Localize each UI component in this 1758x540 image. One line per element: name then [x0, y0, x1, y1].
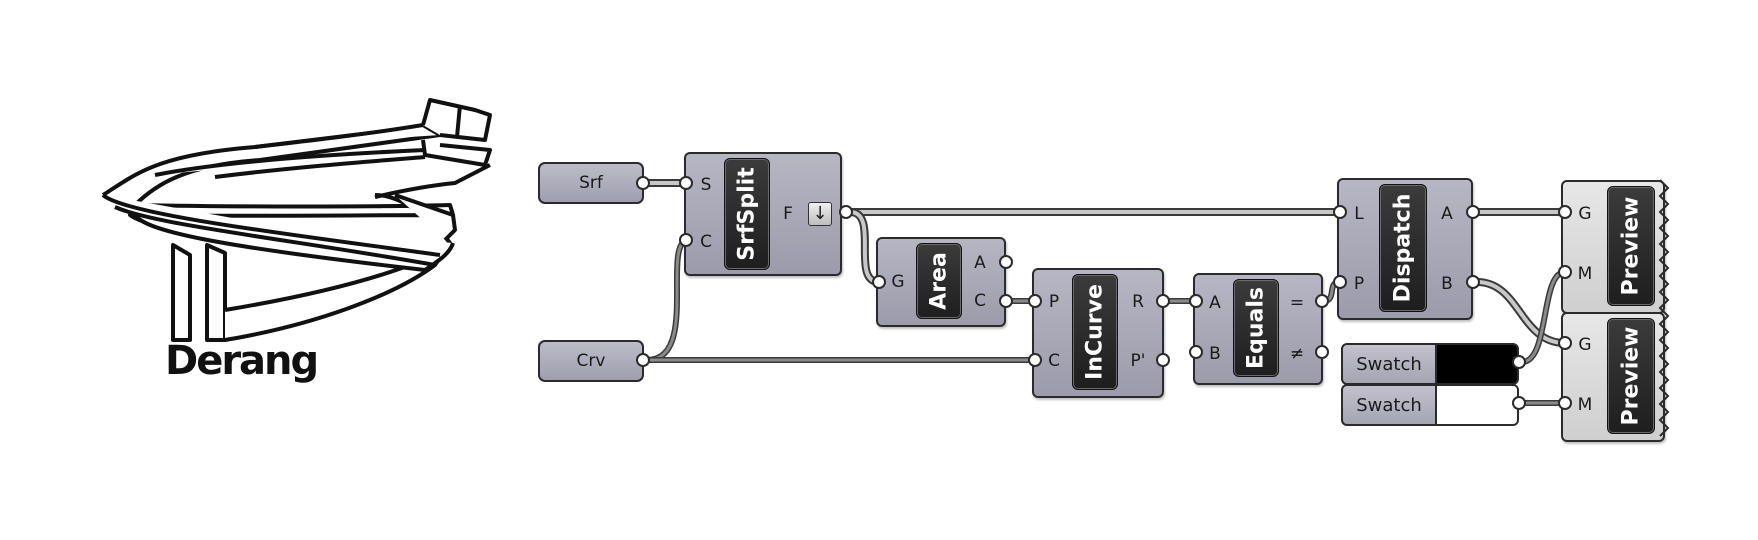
param-crv-output-grip[interactable] [636, 353, 650, 367]
port-incurve-c: C [1048, 351, 1060, 371]
grip-equals-neq[interactable] [1315, 345, 1329, 359]
grip-area-c[interactable] [999, 294, 1013, 308]
port-equals-neq: ≠ [1289, 344, 1305, 364]
node-area[interactable]: Area G A C [876, 237, 1006, 327]
grip-preview-2-g[interactable] [1558, 336, 1572, 350]
grip-incurve-p-prime[interactable] [1156, 353, 1170, 367]
node-dispatch-label: Dispatch [1379, 184, 1427, 312]
port-srfsplit-f: F [783, 204, 793, 224]
arrow-down-icon[interactable]: ↓ [808, 202, 832, 226]
node-srfsplit-label: SrfSplit [724, 158, 770, 270]
port-srfsplit-c: C [700, 232, 712, 252]
grip-srfsplit-f[interactable] [839, 205, 853, 219]
param-srf-output-grip[interactable] [636, 176, 650, 190]
port-area-g: G [891, 272, 905, 292]
port-preview-1-m: M [1577, 264, 1593, 284]
grip-srfsplit-c[interactable] [679, 233, 693, 247]
grip-area-a[interactable] [999, 255, 1013, 269]
grip-dispatch-a[interactable] [1466, 205, 1480, 219]
grip-dispatch-b[interactable] [1466, 275, 1480, 289]
wire-swatch1-to-preview1 [1519, 269, 1568, 365]
grip-srfsplit-s[interactable] [679, 176, 693, 190]
grip-equals-b[interactable] [1189, 345, 1203, 359]
port-preview-2-g: G [1578, 335, 1592, 355]
grip-dispatch-l[interactable] [1333, 205, 1347, 219]
grip-area-g[interactable] [872, 275, 886, 289]
grip-incurve-c[interactable] [1028, 353, 1042, 367]
port-incurve-p-prime: P' [1130, 351, 1146, 371]
swatch-2-color[interactable] [1437, 386, 1517, 424]
port-equals-b: B [1209, 344, 1221, 364]
grip-preview-1-g[interactable] [1558, 205, 1572, 219]
node-preview-1-label: Preview [1607, 186, 1655, 306]
swatch-2-label: Swatch [1343, 386, 1437, 424]
node-srfsplit[interactable]: SrfSplit S C F ↓ [684, 152, 842, 276]
node-dispatch[interactable]: Dispatch L P A B [1337, 178, 1473, 320]
port-dispatch-b: B [1441, 274, 1453, 294]
grip-preview-1-m[interactable] [1558, 265, 1572, 279]
port-area-c: C [974, 291, 986, 311]
port-srfsplit-s: S [700, 175, 712, 195]
node-incurve-label: InCurve [1072, 274, 1118, 390]
port-dispatch-p: P [1353, 274, 1365, 294]
node-area-label: Area [916, 243, 962, 319]
grip-preview-2-m[interactable] [1558, 396, 1572, 410]
port-preview-1-g: G [1578, 204, 1592, 224]
node-preview-2-label: Preview [1607, 318, 1655, 434]
param-crv[interactable]: Crv [538, 340, 644, 382]
preview-zigzag-edge-icon [1658, 179, 1670, 437]
wire-srfsplit-to-area [846, 208, 883, 286]
port-area-a: A [974, 253, 986, 273]
grip-swatch-2[interactable] [1512, 396, 1526, 410]
wire-crv-to-srfsplit [644, 237, 692, 363]
param-srf[interactable]: Srf [538, 162, 644, 204]
port-dispatch-a: A [1441, 204, 1453, 224]
port-preview-2-m: M [1577, 395, 1593, 415]
port-dispatch-l: L [1354, 204, 1364, 224]
grip-equals-a[interactable] [1189, 294, 1203, 308]
swatch-1-label: Swatch [1343, 345, 1437, 383]
logo-title: Derang [165, 338, 319, 384]
swatch-1[interactable]: Swatch [1341, 343, 1519, 385]
grip-equals-eq[interactable] [1315, 294, 1329, 308]
derang-logo-icon [101, 98, 492, 342]
grip-incurve-p[interactable] [1028, 294, 1042, 308]
grip-dispatch-p[interactable] [1333, 275, 1347, 289]
port-equals-eq: = [1289, 293, 1305, 313]
grip-swatch-1[interactable] [1512, 355, 1526, 369]
node-equals-label: Equals [1233, 279, 1279, 377]
swatch-2[interactable]: Swatch [1341, 384, 1519, 426]
swatch-1-color[interactable] [1437, 345, 1517, 383]
node-incurve[interactable]: InCurve P C R P' [1032, 268, 1164, 398]
port-incurve-r: R [1132, 292, 1144, 312]
node-preview-1[interactable]: Preview G M [1561, 180, 1665, 314]
node-preview-2[interactable]: Preview G M [1561, 312, 1665, 442]
port-equals-a: A [1209, 293, 1221, 313]
grip-incurve-r[interactable] [1156, 294, 1170, 308]
port-incurve-p: P [1048, 292, 1060, 312]
wire-dispatch-to-preview2 [1473, 278, 1569, 347]
node-equals[interactable]: Equals A B = ≠ [1193, 273, 1323, 385]
